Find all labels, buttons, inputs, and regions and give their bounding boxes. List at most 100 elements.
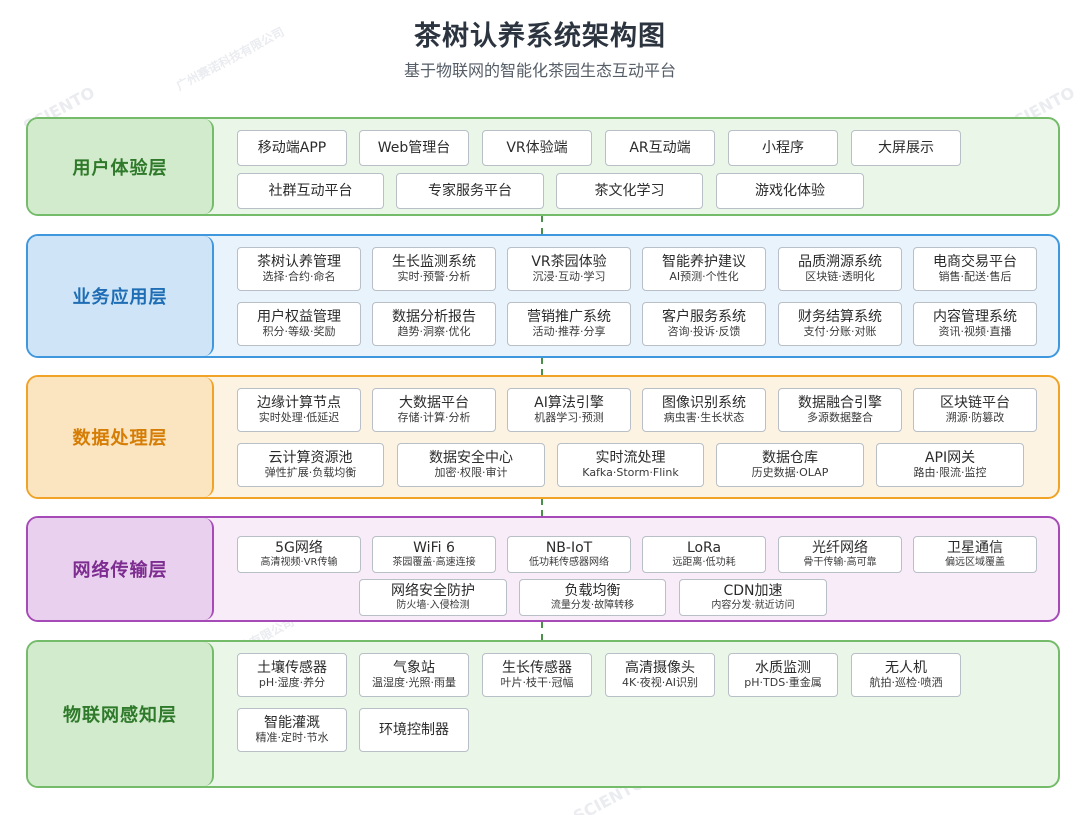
item-title: 游戏化体验 [755, 182, 825, 199]
item-desc: 骨干传输·高可靠 [803, 557, 877, 569]
item-title: 网络安全防护 [391, 583, 475, 600]
item-title: 茶文化学习 [594, 182, 665, 199]
item-title: API网关 [924, 450, 976, 467]
item-desc: 选择·合约·命名 [262, 270, 336, 284]
item-title: 卫星通信 [947, 540, 1003, 557]
user-experience-layer: 用户体验层 移动端APP Web管理台 VR体验端 AR互动端 小程序 大屏展示… [26, 117, 1060, 216]
item-title: 无人机 [885, 660, 927, 677]
item-title: 品质溯源系统 [798, 254, 882, 271]
item-desc: 防火墙·入侵检测 [396, 600, 470, 612]
item-title: 内容管理系统 [933, 309, 1017, 326]
layer-label-iot: 物联网感知层 [28, 642, 214, 786]
item-desc: 低功耗传感器网络 [529, 557, 609, 569]
biz-item: 品质溯源系统区块链·透明化 [778, 247, 902, 291]
business-application-layer: 业务应用层 茶树认养管理选择·合约·命名 生长监测系统实时·预警·分析 VR茶园… [26, 234, 1060, 358]
item-title: NB-IoT [545, 540, 593, 557]
item-title: 客户服务系统 [662, 309, 746, 326]
item-desc: 温湿度·光照·雨量 [372, 676, 456, 690]
item-title: 5G网络 [275, 540, 323, 557]
item-title: 生长传感器 [502, 660, 572, 677]
item-desc: 实时处理·低延迟 [258, 411, 340, 425]
iot-item: 无人机航拍·巡检·喷洒 [851, 653, 961, 697]
item-title: 负载均衡 [564, 583, 621, 600]
item-desc: 机器学习·预测 [534, 411, 604, 425]
item-desc: pH·TDS·重金属 [744, 676, 822, 690]
layer-connector [541, 622, 543, 640]
layer-connector [541, 216, 543, 234]
item-title: 云计算资源池 [268, 450, 353, 467]
item-desc: 存储·计算·分析 [397, 411, 471, 425]
data-item: 数据融合引擎多源数据整合 [778, 388, 902, 432]
item-title: LoRa [686, 540, 722, 557]
user-item-mobile-app: 移动端APP [237, 130, 347, 166]
item-title: 环境控制器 [379, 721, 449, 738]
item-desc: 病虫害·生长状态 [663, 411, 745, 425]
item-desc: 高清视频·VR传输 [260, 557, 338, 569]
item-title: 用户权益管理 [257, 309, 341, 326]
item-desc: 偏远区域覆盖 [945, 557, 1005, 569]
item-title: 数据融合引擎 [798, 395, 882, 412]
item-desc: 实时·预警·分析 [397, 270, 471, 284]
data-item: 图像识别系统病虫害·生长状态 [642, 388, 766, 432]
item-title: 财务结算系统 [798, 309, 882, 326]
item-desc: 叶片·枝干·冠幅 [500, 676, 574, 690]
item-title: 智能养护建议 [662, 254, 746, 271]
item-desc: 咨询·投诉·反馈 [667, 325, 741, 339]
diagram-subtitle: 基于物联网的智能化茶园生态互动平台 [403, 61, 676, 80]
item-title: WiFi 6 [413, 540, 455, 557]
item-title: VR茶园体验 [531, 254, 607, 271]
item-title: 光纤网络 [812, 540, 868, 557]
item-title: 移动端APP [257, 139, 327, 156]
user-item-gamified: 游戏化体验 [716, 173, 864, 209]
net-item: 光纤网络骨干传输·高可靠 [778, 536, 902, 573]
item-title: 实时流处理 [595, 450, 666, 467]
biz-item: 营销推广系统活动·推荐·分享 [507, 302, 631, 346]
item-desc: 积分·等级·奖励 [262, 325, 336, 339]
diagram-title: 茶树认养系统架构图 [414, 21, 666, 52]
layer-label-user: 用户体验层 [28, 119, 214, 214]
item-title: 数据仓库 [762, 450, 818, 467]
net-item: 卫星通信偏远区域覆盖 [913, 536, 1037, 573]
biz-item: 用户权益管理积分·等级·奖励 [237, 302, 361, 346]
user-item-big-screen: 大屏展示 [851, 130, 961, 166]
biz-item: 财务结算系统支付·分账·对账 [778, 302, 902, 346]
net-item: 网络安全防护防火墙·入侵检测 [359, 579, 507, 616]
data-item: AI算法引擎机器学习·预测 [507, 388, 631, 432]
item-title: CDN加速 [723, 583, 783, 600]
item-title: 大屏展示 [878, 139, 934, 156]
item-desc: 溯源·防篡改 [945, 411, 1005, 425]
item-title: 气象站 [393, 660, 435, 677]
data-item: API网关路由·限流·监控 [876, 443, 1024, 487]
item-title: 小程序 [762, 139, 804, 156]
item-title: 边缘计算节点 [257, 395, 341, 412]
item-title: 数据安全中心 [429, 450, 513, 467]
layer-label-network: 网络传输层 [28, 518, 214, 620]
item-desc: 内容分发·就近访问 [711, 600, 795, 612]
item-desc: 支付·分账·对账 [803, 325, 877, 339]
net-item: CDN加速内容分发·就近访问 [679, 579, 827, 616]
item-title: AI算法引擎 [534, 395, 604, 412]
user-item-vr-client: VR体验端 [482, 130, 592, 166]
user-item-community: 社群互动平台 [237, 173, 384, 209]
item-desc: 销售·配送·售后 [938, 270, 1012, 284]
user-item-mini-program: 小程序 [728, 130, 838, 166]
item-title: 土壤传感器 [257, 660, 327, 677]
item-title: 数据分析报告 [392, 309, 476, 326]
item-desc: 多源数据整合 [807, 411, 873, 425]
data-processing-layer: 数据处理层 边缘计算节点实时处理·低延迟 大数据平台存储·计算·分析 AI算法引… [26, 375, 1060, 499]
item-title: 水质监测 [755, 660, 811, 677]
data-item: 云计算资源池弹性扩展·负载均衡 [237, 443, 384, 487]
item-title: Web管理台 [377, 139, 451, 156]
item-desc: AI预测·个性化 [669, 270, 739, 284]
biz-item: VR茶园体验沉浸·互动·学习 [507, 247, 631, 291]
biz-item: 数据分析报告趋势·洞察·优化 [372, 302, 496, 346]
item-desc: 区块链·透明化 [805, 270, 875, 284]
user-item-tea-culture: 茶文化学习 [556, 173, 703, 209]
item-title: 生长监测系统 [392, 254, 476, 271]
biz-item: 内容管理系统资讯·视频·直播 [913, 302, 1037, 346]
